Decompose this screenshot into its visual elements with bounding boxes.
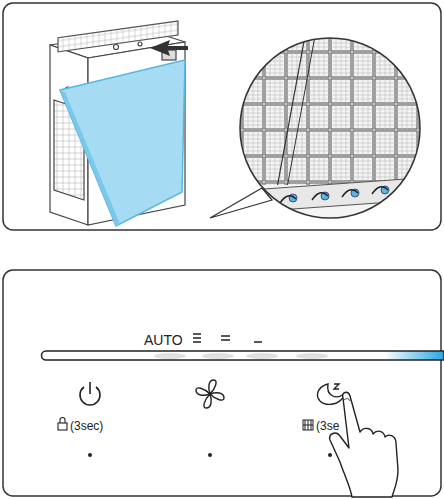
touch-dot — [88, 453, 332, 457]
power-icon — [80, 382, 100, 405]
filter-edge — [60, 90, 120, 226]
magnified-view — [238, 36, 428, 230]
filter-icon — [303, 420, 313, 430]
hand — [330, 392, 398, 497]
filter-panel — [60, 60, 185, 226]
callout-tail — [210, 188, 272, 218]
panel — [3, 270, 441, 496]
direction-arrow — [150, 40, 188, 56]
hold-time-label: (3se — [316, 420, 339, 432]
fingernail — [344, 399, 350, 401]
hold-time-label: (3sec) — [70, 420, 103, 432]
led-glow — [154, 353, 328, 359]
fan-icon — [196, 380, 224, 408]
fan-speed-indicator — [193, 334, 262, 342]
lock-icon — [58, 418, 67, 431]
panel — [3, 3, 441, 230]
mode-label: AUTO — [144, 333, 183, 347]
indicator-bar — [42, 351, 444, 360]
sleep-icon — [317, 384, 344, 404]
